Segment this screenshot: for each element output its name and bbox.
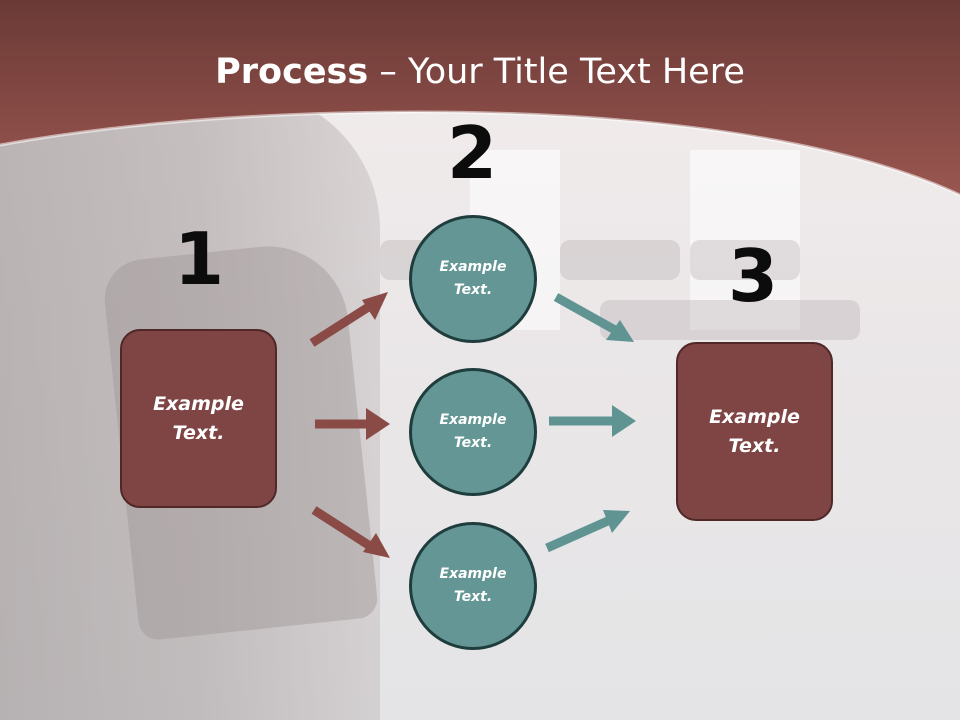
process-circle-top-label: Example Text. — [439, 259, 507, 298]
arrow-right-top — [553, 293, 634, 342]
process-box-end-label: Example Text. — [709, 405, 800, 457]
title-bold: Process — [215, 52, 369, 92]
background-chair — [690, 240, 800, 280]
process-circle-middle: Example Text. — [409, 368, 537, 496]
arrow-right-bottom — [545, 510, 630, 553]
process-box-start-label: Example Text. — [153, 392, 244, 444]
header-band — [0, 0, 960, 197]
process-circle-top: Example Text. — [409, 215, 537, 343]
background-table — [600, 300, 860, 340]
step-number-1: 1 — [173, 217, 225, 301]
slide-title: Process – Your Title Text Here — [0, 52, 960, 92]
step-number-3: 3 — [727, 234, 779, 318]
arrow-right-middle — [549, 405, 636, 437]
process-circle-bottom-label: Example Text. — [439, 566, 507, 605]
background-window — [690, 150, 800, 330]
arrow-left-bottom — [311, 506, 390, 558]
arrow-left-top — [309, 292, 388, 347]
background-chair — [560, 240, 680, 280]
process-circle-middle-label: Example Text. — [439, 412, 507, 451]
arrow-left-middle — [315, 408, 390, 440]
process-box-end: Example Text. — [676, 342, 833, 521]
title-rest: – Your Title Text Here — [368, 52, 745, 92]
process-circle-bottom: Example Text. — [409, 522, 537, 650]
step-number-2: 2 — [446, 111, 498, 195]
process-box-start: Example Text. — [120, 329, 277, 508]
